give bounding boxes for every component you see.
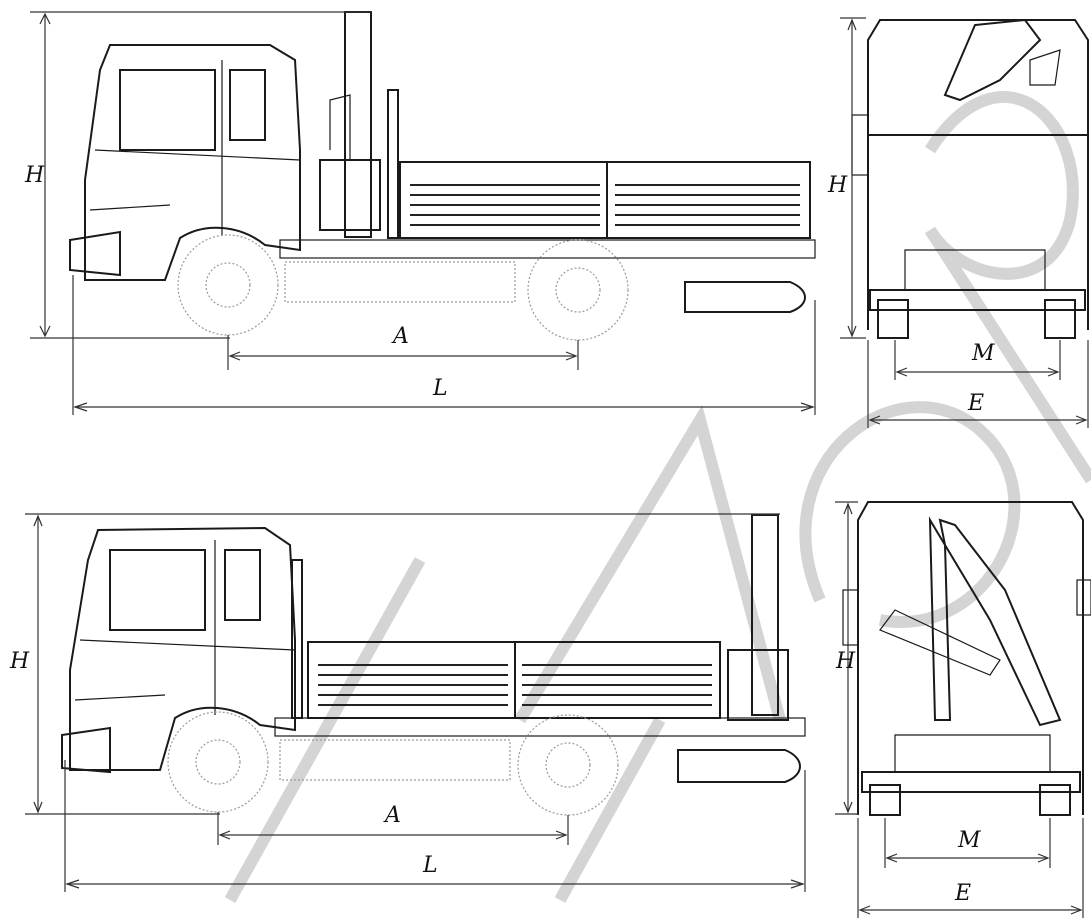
label-width-top: E (967, 391, 984, 416)
front-wheel-bottom (167, 711, 269, 813)
label-length-bottom: L (422, 853, 438, 878)
label-track-bottom: M (957, 828, 981, 853)
front-wheel (177, 234, 279, 336)
label-wheelbase-bottom: A (383, 803, 401, 828)
rear-wheel (527, 239, 629, 341)
truck-rear-view-bottom (842, 501, 1091, 816)
label-height-bottom-rear: H (835, 649, 856, 674)
truck-rear-view-top (851, 18, 1089, 339)
label-height-top-side: H (24, 163, 45, 188)
watermark-graphic (224, 91, 1091, 903)
dimensions-rear-bottom (835, 501, 1084, 918)
label-height-bottom-side: H (9, 649, 30, 674)
label-length-top: L (432, 376, 448, 401)
rear-wheel-bottom (517, 714, 619, 816)
truck-side-view-top (69, 11, 816, 341)
label-wheelbase-top: A (391, 324, 409, 349)
dimension-labels: H H A L M E H H A L M E (9, 163, 995, 906)
label-height-top-rear: H (827, 173, 848, 198)
dimensions-bottom (25, 513, 806, 892)
label-width-bottom: E (954, 881, 971, 906)
bed-slats-bottom (318, 664, 712, 706)
truck-side-view-bottom (61, 514, 806, 816)
bed-slats-top (410, 184, 800, 226)
dimensions-rear-top (840, 17, 1089, 428)
label-track-top: M (971, 341, 995, 366)
dimensions-top (30, 11, 816, 415)
